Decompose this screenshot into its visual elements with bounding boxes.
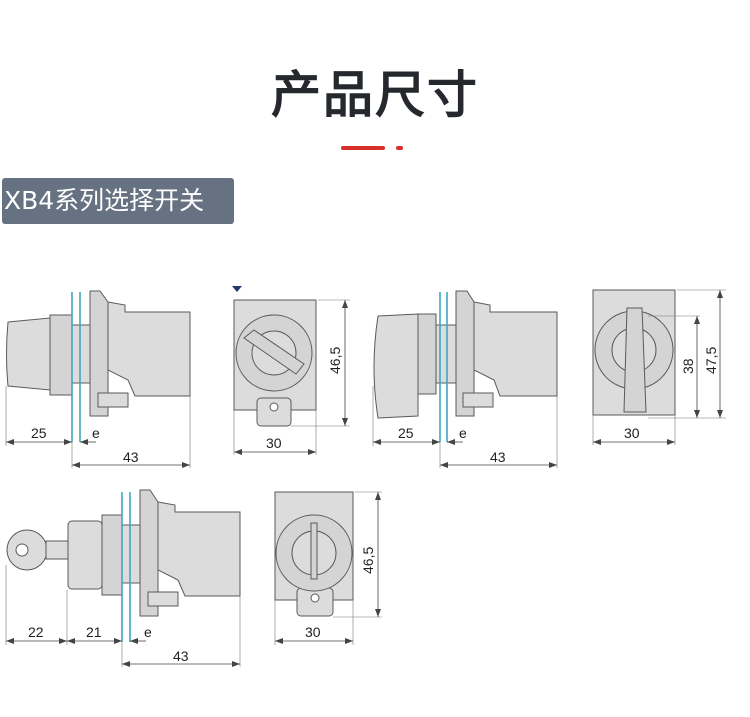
selector-knob [6,317,51,391]
short-handle-side-view: 25 e 43 [5,290,191,468]
dim-key: 22 [28,624,44,640]
contact-block [157,501,241,597]
dim-height: 46,5 [360,547,376,574]
dim-width: 30 [624,425,640,441]
long-handle-side-view: 25 e 43 [372,290,558,468]
bezel [417,313,437,395]
dim-panel: e [92,425,100,441]
terminal [97,392,129,408]
key-switch-front-view: 46,5 30 [274,491,382,645]
dim-depth: 43 [490,449,506,465]
long-handle [373,313,419,419]
dim-panel: e [144,624,152,640]
dim-depth: 43 [173,648,189,664]
terminal [462,392,494,408]
lock-barrel [67,520,103,590]
bezel [101,514,123,596]
key-switch-side-view: 22 21 e 43 [5,489,241,667]
dim-front: 25 [31,425,47,441]
section-tag: XB4系列选择开关 [2,178,234,224]
contact-block [473,301,558,397]
dim-width: 30 [305,624,321,640]
short-handle-front-view: 46,5 30 [232,286,350,455]
selector-handle [243,329,305,375]
dim-depth: 43 [123,449,139,465]
dim-front: 25 [398,425,414,441]
bezel [49,314,73,396]
title-underline-dot [396,146,403,150]
dim-height: 47,5 [703,347,719,374]
title-underline-dash [341,146,385,150]
contact-block [107,301,191,397]
bushing [435,324,457,384]
dim-front: 21 [86,624,102,640]
dim-height: 46,5 [327,347,343,374]
bushing [121,524,141,584]
selector-handle [623,307,647,413]
terminal [147,591,179,607]
dim-inner-height: 38 [680,358,696,374]
dim-panel: e [459,425,467,441]
key-shank [45,540,69,560]
bushing [71,324,91,384]
marker-triangle-icon [232,286,242,292]
mounting-tab [256,397,292,427]
page-title: 产品尺寸 [271,66,479,124]
dim-width: 30 [266,435,282,451]
key-slot [310,522,318,580]
long-handle-front-view: 38 47,5 30 [592,289,726,445]
